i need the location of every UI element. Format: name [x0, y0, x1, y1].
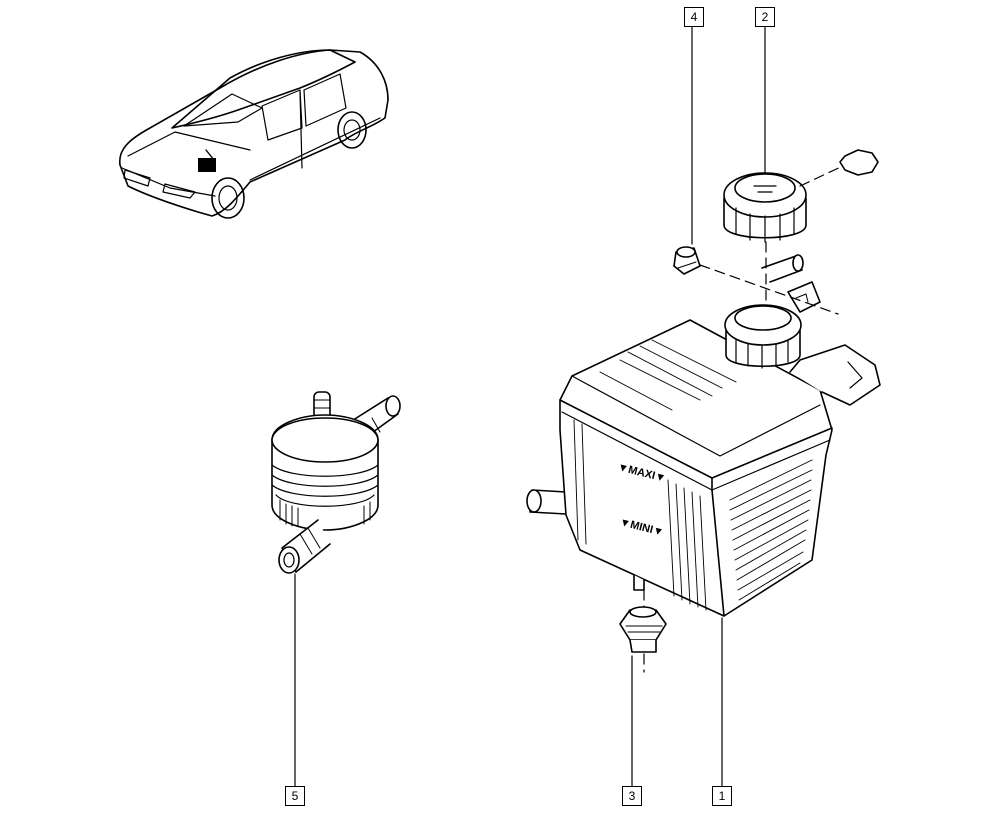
tank-cap-fitted	[724, 304, 802, 369]
expansion-tank-part-1	[526, 319, 881, 787]
callout-4: 4	[684, 7, 704, 27]
inline-filter-part-5	[271, 391, 401, 787]
callout-1: 1	[712, 786, 732, 806]
car-locator-illustration	[119, 49, 389, 219]
callout-5: 5	[285, 786, 305, 806]
callout-3: 3	[622, 786, 642, 806]
pressure-cap-part-2	[723, 25, 807, 243]
drain-plug-part-3	[619, 606, 667, 787]
callout-2: 2	[755, 7, 775, 27]
clip-part-4	[673, 25, 701, 275]
seal-symbol	[839, 149, 879, 176]
